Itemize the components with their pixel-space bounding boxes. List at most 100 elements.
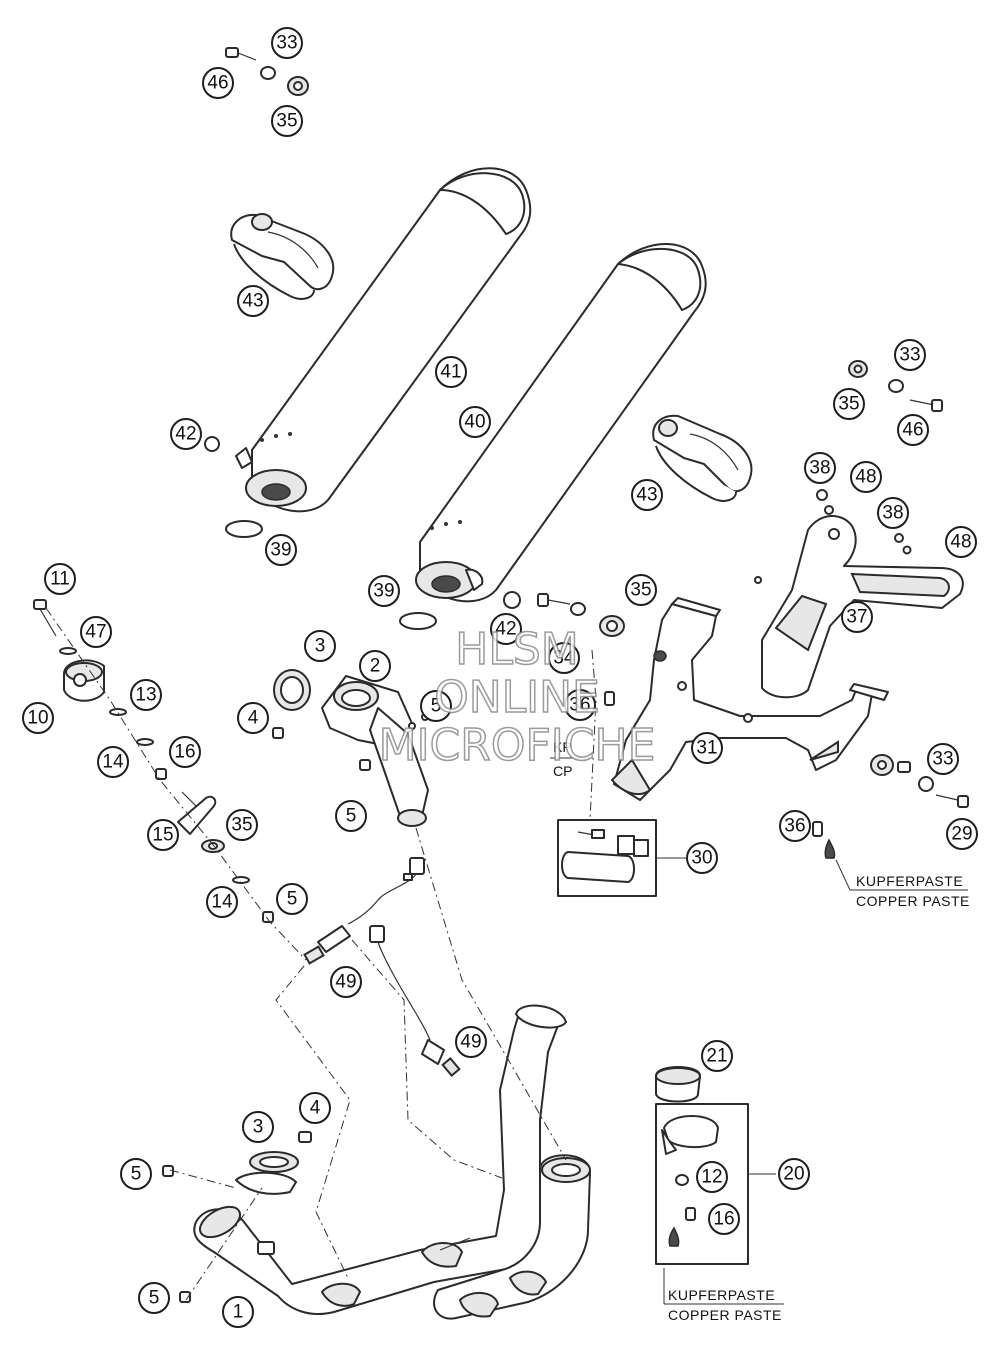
callout-38-lower: 38	[877, 497, 909, 529]
callout-31: 31	[691, 732, 723, 764]
nut-part-38-lower	[894, 533, 904, 543]
svg-text:35: 35	[630, 580, 651, 601]
muffler-bracket-part-43-left	[230, 213, 335, 300]
callout-35-left: 35	[226, 809, 258, 841]
leader-lower-nut	[185, 1187, 263, 1301]
washer-part-48-lower	[902, 545, 912, 555]
callout-48-lower: 48	[945, 526, 977, 558]
svg-text:38: 38	[882, 503, 903, 524]
callout-38-upper: 38	[804, 452, 836, 484]
callout-35-top: 35	[271, 105, 303, 137]
callout-14-lower: 14	[206, 886, 238, 918]
copper-paste-de-right: KUPFERPASTE	[856, 873, 963, 889]
svg-text:35: 35	[838, 394, 859, 415]
nut-part-4-lower	[298, 1131, 312, 1143]
muffler-part-41	[235, 167, 532, 513]
callout-16-left: 16	[169, 736, 201, 768]
rubber-part-42-right	[503, 591, 521, 609]
washer-part-47	[59, 647, 77, 655]
heat-shield-part-37	[761, 515, 964, 699]
callout-2: 2	[359, 650, 391, 682]
svg-text:5: 5	[287, 889, 298, 910]
svg-text:30: 30	[691, 848, 712, 869]
nut-part-16-right	[685, 1207, 696, 1221]
callout-42-left: 42	[170, 418, 202, 450]
callout-36-left: 36	[564, 689, 596, 721]
kp-label: KP	[553, 739, 572, 755]
svg-text:43: 43	[636, 485, 657, 506]
callout-30: 30	[686, 842, 718, 874]
callout-16-right: 16	[708, 1203, 740, 1235]
svg-text:12: 12	[701, 1167, 722, 1188]
callout-49-left: 49	[330, 966, 362, 998]
svg-text:43: 43	[242, 291, 263, 312]
svg-text:36: 36	[784, 816, 805, 837]
callout-39-left: 39	[265, 534, 297, 566]
watermark-line1: HLSM	[455, 624, 579, 675]
flange-part-2	[321, 675, 429, 827]
svg-text:34: 34	[553, 648, 575, 669]
svg-text:4: 4	[248, 708, 259, 729]
callout-34: 34	[548, 642, 580, 674]
svg-text:41: 41	[440, 362, 461, 383]
callout-33-right-lower: 33	[927, 743, 959, 775]
copper-paste-de-bottom: KUPFERPASTE	[668, 1287, 775, 1303]
callout-4-lower: 4	[299, 1092, 331, 1124]
svg-text:40: 40	[464, 412, 485, 433]
svg-text:14: 14	[102, 752, 124, 773]
gasket-ring-part-39-right	[399, 612, 437, 630]
callout-46-right: 46	[897, 414, 929, 446]
nut-part-5-lower-left	[162, 1165, 174, 1177]
grommet-part-35-left	[201, 839, 225, 853]
callout-12: 12	[696, 1161, 728, 1193]
washer-part-33-right-lower	[918, 776, 934, 792]
bolt-part-46-right	[909, 399, 943, 412]
callout-35-right-upper: 35	[833, 388, 865, 420]
svg-text:49: 49	[335, 972, 356, 993]
bolt-part-sleeve-35	[537, 593, 625, 637]
callout-5-upper-right: 5	[420, 690, 452, 722]
svg-text:42: 42	[175, 424, 196, 445]
svg-text:13: 13	[135, 685, 156, 706]
bracket-plate-part-15	[177, 791, 217, 835]
bolt-part-11	[33, 599, 57, 637]
svg-text:2: 2	[370, 656, 381, 677]
leader-clamp-stack	[45, 607, 307, 961]
callout-33-top: 33	[271, 27, 303, 59]
callout-29: 29	[946, 818, 978, 850]
callout-49-right: 49	[455, 1026, 487, 1058]
gasket-part-3-lower	[249, 1151, 299, 1173]
nut-part-5-lower-bottom	[179, 1291, 191, 1303]
callout-43-right: 43	[631, 479, 663, 511]
stud-part-36-right	[812, 821, 836, 859]
leader-sensor-mid	[351, 939, 503, 1179]
callout-39-right: 39	[368, 575, 400, 607]
nut-part-4-upper	[272, 727, 284, 739]
gasket-part-3-upper	[273, 669, 311, 711]
clamp-sleeve-part-21	[655, 1066, 701, 1103]
callout-48-upper: 48	[850, 461, 882, 493]
svg-text:3: 3	[253, 1117, 264, 1138]
washer-part-14-upper	[136, 738, 154, 746]
svg-text:16: 16	[713, 1209, 734, 1230]
svg-text:21: 21	[706, 1046, 727, 1067]
callout-42-right: 42	[490, 613, 522, 645]
svg-text:35: 35	[276, 111, 297, 132]
callout-3-upper: 3	[304, 630, 336, 662]
watermark-line3: MICROFICHE	[379, 720, 656, 771]
muffler-bracket-part-43-right	[652, 414, 753, 502]
svg-text:5: 5	[346, 806, 357, 827]
callout-15: 15	[147, 819, 179, 851]
copper-paste-en-right: COPPER PASTE	[856, 893, 970, 909]
bolt-part-46-top	[225, 47, 257, 61]
leader-sensor-left	[275, 965, 351, 1279]
svg-text:39: 39	[373, 581, 394, 602]
rubber-part-42-left	[204, 436, 220, 452]
callout-14-upper: 14	[97, 746, 129, 778]
svg-text:36: 36	[569, 695, 590, 716]
svg-text:14: 14	[211, 892, 233, 913]
watermark-line2: ONLINE	[434, 672, 600, 723]
svg-text:3: 3	[315, 636, 326, 657]
